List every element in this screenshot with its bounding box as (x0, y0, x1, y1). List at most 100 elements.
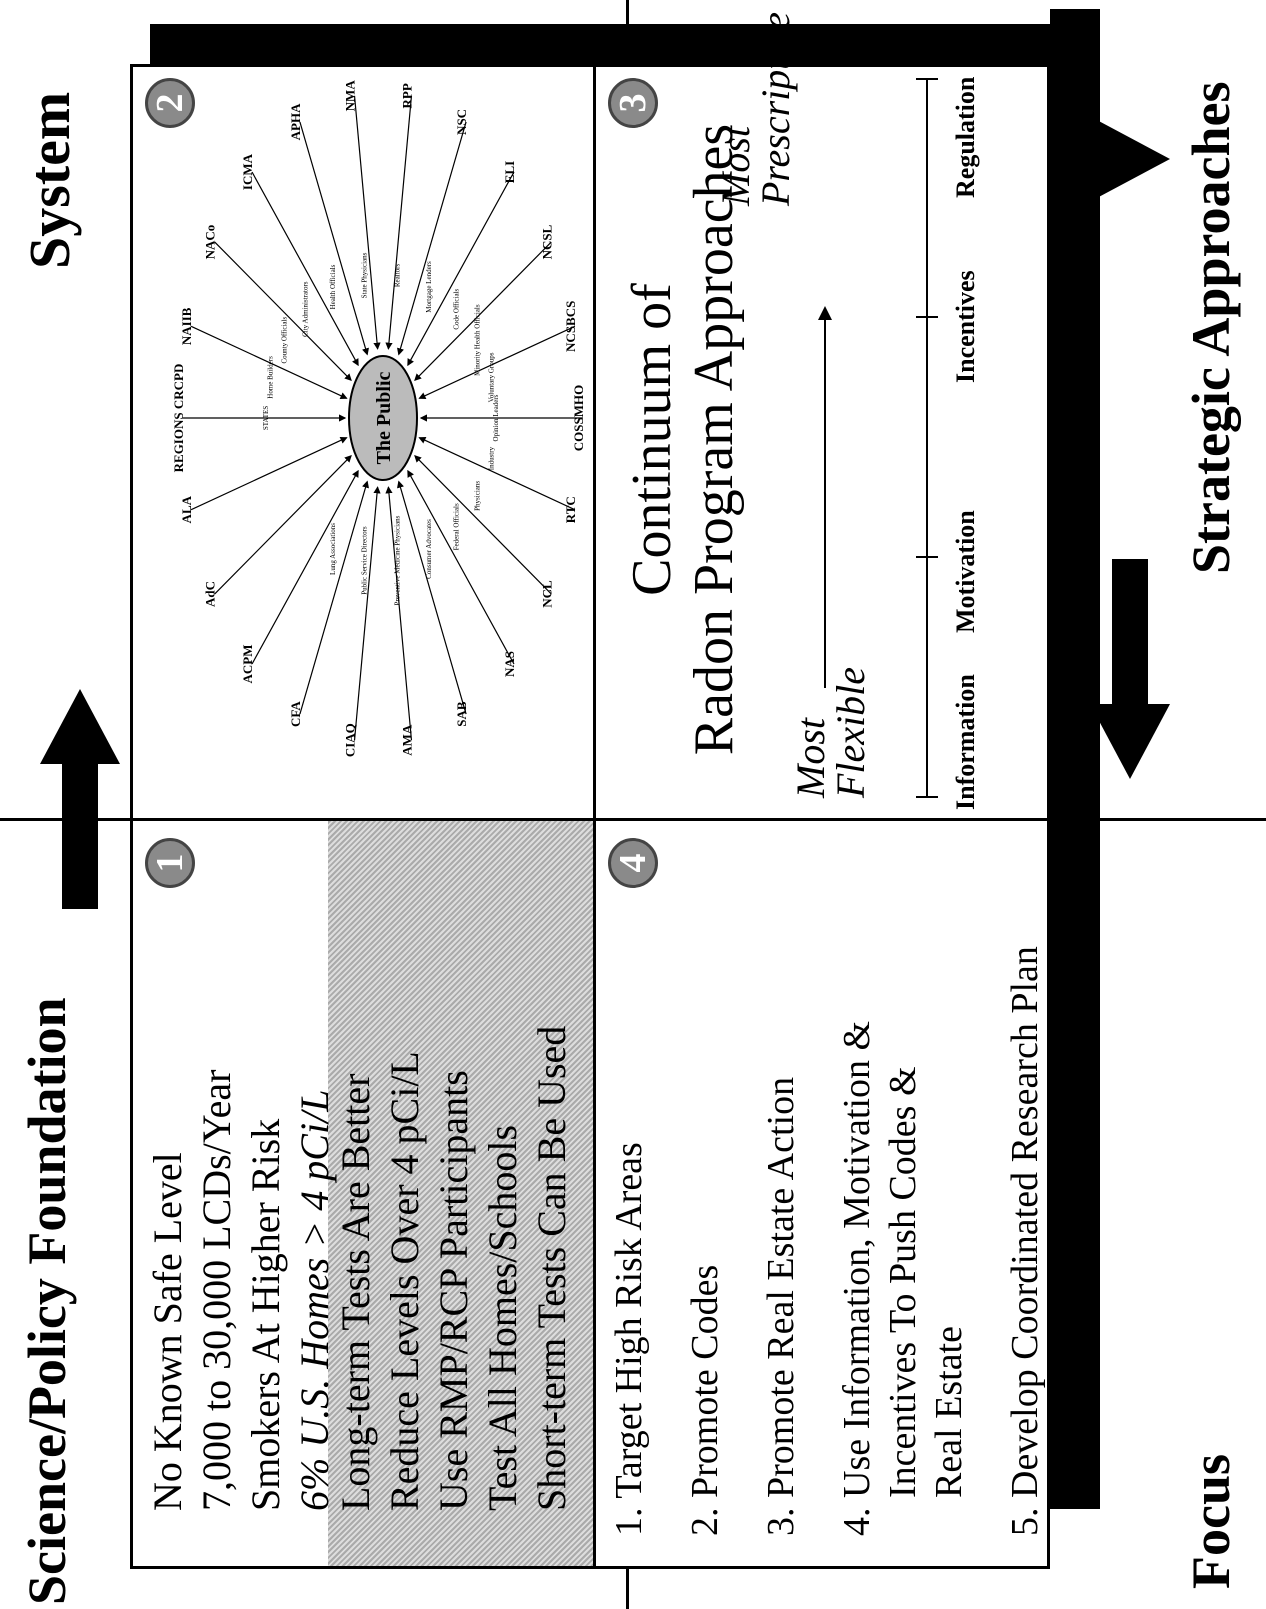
continuum-arrowhead (818, 306, 832, 320)
diagram-arrow (385, 95, 413, 350)
diagram-outer-node: NSC (454, 109, 469, 135)
diagram-outer-node: RTC (563, 496, 578, 523)
continuum-scale (926, 78, 928, 798)
diagram-arrow (407, 171, 515, 367)
fact-line: No Known Safe Level (145, 1152, 190, 1511)
focus-item-line: 3. Promote Real Estate Action (760, 1076, 802, 1536)
diagram-inner-node: Consumer Advocates (425, 519, 433, 579)
diagram-outer-node: APHA (288, 103, 303, 140)
policy-points: Long-term Tests Are Better Reduce Levels… (331, 1026, 576, 1511)
diagram-arrow (353, 486, 381, 741)
diagram-inner-node: Lung Associations (329, 523, 337, 575)
diagram-inner-node: Home Builders (267, 356, 275, 399)
diagram-outer-node: NAS (502, 651, 517, 677)
scale-tick (916, 78, 938, 80)
policy-line: Long-term Tests Are Better (333, 1073, 378, 1511)
diagram-inner-node: Realtors (393, 264, 401, 288)
diagram-arrow (214, 454, 352, 595)
diagram-arrow (414, 241, 552, 382)
board-shadow-side (150, 24, 1100, 64)
diagram-outer-node: NCSBCS (563, 301, 578, 352)
diagram-inner-node: Mortgage Lenders (425, 261, 433, 313)
quadrant-strategic: 3 Continuum of Radon Program Approaches … (596, 12, 1053, 818)
diagram-inner-node: County Officials (280, 317, 288, 364)
diagram-arrow (418, 325, 576, 400)
arrow-left-icon (40, 869, 140, 969)
diagram-outer-node: NAIIB (179, 307, 194, 345)
diagram-inner-node: Federal Officials (452, 503, 460, 550)
the-public-label: The Public (373, 371, 395, 464)
diagram-arrow (396, 121, 467, 356)
diagram-arrow (214, 241, 352, 382)
flexible-word: Flexible (828, 666, 873, 798)
most-flexible-label: Most Flexible (788, 666, 873, 798)
arrow-down-icon (1090, 559, 1170, 779)
stakeholder-diagram: REGIONS CRCPD STATES NAIIB Home Builders NAC… (171, 80, 586, 757)
diagram-inner-node: Opinion Leaders (492, 394, 500, 441)
science-facts: No Known Safe Level 7,000 to 30,000 LCDs… (143, 1069, 339, 1511)
focus-item: 1. Target High Risk Areas (606, 946, 652, 1536)
fact-line: Smokers At Higher Risk (243, 1118, 288, 1511)
diagram-outer-node: NMA (343, 80, 358, 112)
focus-item-line: Real Estate (928, 1326, 970, 1498)
focus-list: 1. Target High Risk Areas 2. Promote Code… (606, 946, 1078, 1536)
focus-item-line: 4. Use Information, Motivation & (836, 1020, 878, 1536)
quadrant-number-2: 2 (145, 78, 195, 128)
scale-tick (916, 796, 938, 798)
quadrant-system: REGIONS CRCPD STATES NAIIB Home Builders NAC… (133, 61, 593, 818)
science-policy-label: Science/Policy Foundation (17, 997, 77, 1606)
prescriptive-word: Prescriptive (753, 11, 798, 206)
diagram-outer-node: NACo (203, 225, 218, 260)
scale-label-regulation: Regulation (951, 76, 980, 198)
diagram-outer-node: COSSMHO (571, 385, 586, 451)
quadrant-number-1: 1 (145, 838, 195, 888)
diagram-arrow (299, 480, 370, 715)
continuum-arrow (824, 318, 826, 688)
focus-item-line: 5. Develop Coordinated Research Plan (1004, 946, 1046, 1536)
diagram-arrow (251, 469, 359, 665)
policy-line: Reduce Levels Over 4 pCi/L (382, 1051, 427, 1511)
diagram-arrow (407, 469, 515, 665)
scale-tick (916, 556, 938, 558)
quadrant-focus: 1. Target High Risk Areas 2. Promote Code… (596, 821, 1053, 1566)
scale-label-information: Information (951, 674, 980, 810)
diagram-arrow (396, 480, 467, 715)
most-prescriptive-label: Most Prescriptive (713, 11, 798, 206)
diagram-outer-node: RPP (399, 83, 414, 108)
quadrant-science-policy: No Known Safe Level 7,000 to 30,000 LCDs… (133, 821, 593, 1566)
diagram-outer-node: ACPM (240, 644, 255, 683)
diagram-inner-node: Minority Health Officials (474, 304, 482, 376)
diagram-outer-node: SAB (454, 701, 469, 727)
focus-item: 2. Promote Codes (682, 946, 728, 1536)
scale-tick (916, 316, 938, 318)
scale-label-incentives: Incentives (951, 270, 980, 383)
most-word: Most (713, 126, 758, 206)
diagram-outer-node: NCL (539, 580, 554, 608)
diagram-inner-node: STATES (262, 406, 270, 430)
focus-item-line: Incentives To Push Codes & (882, 1066, 924, 1498)
diagram-outer-node: NCSL (539, 224, 554, 259)
diagram-arrow (353, 95, 381, 350)
diagram-outer-node: AMA (399, 724, 414, 756)
diagram-arrow (414, 454, 552, 595)
diagram-arrow (251, 171, 359, 367)
diagram-inner-node: Voluntary Groups (487, 352, 495, 402)
focus-item-line: 2. Promote Codes (684, 1264, 726, 1536)
title-line: Continuum of (621, 283, 683, 596)
fact-line: 7,000 to 30,000 LCDs/Year (194, 1069, 239, 1511)
focus-item: 4. Use Information, Motivation &Incentiv… (834, 946, 972, 1536)
diagram-arrow (190, 436, 348, 511)
diagram-outer-node: ICMA (240, 153, 255, 190)
quadrant-board: No Known Safe Level 7,000 to 30,000 LCDs… (130, 12, 1053, 1569)
diagram-inner-node: Health Officials (329, 264, 337, 309)
diagram-outer-node: REGIONS CRCPD (171, 364, 186, 473)
the-public-node (348, 355, 418, 481)
diagram-inner-node: Code Officials (452, 288, 460, 329)
diagram-arrow (299, 121, 370, 356)
arrow-right-icon (40, 689, 120, 909)
diagram-inner-node: Preventive Medicine Physicians (393, 515, 401, 605)
diagram-outer-node: CFA (288, 701, 303, 727)
focus-item: 5. Develop Coordinated Research Plan (1002, 946, 1048, 1536)
policy-line: Use RMP/RCP Participants (431, 1070, 476, 1511)
